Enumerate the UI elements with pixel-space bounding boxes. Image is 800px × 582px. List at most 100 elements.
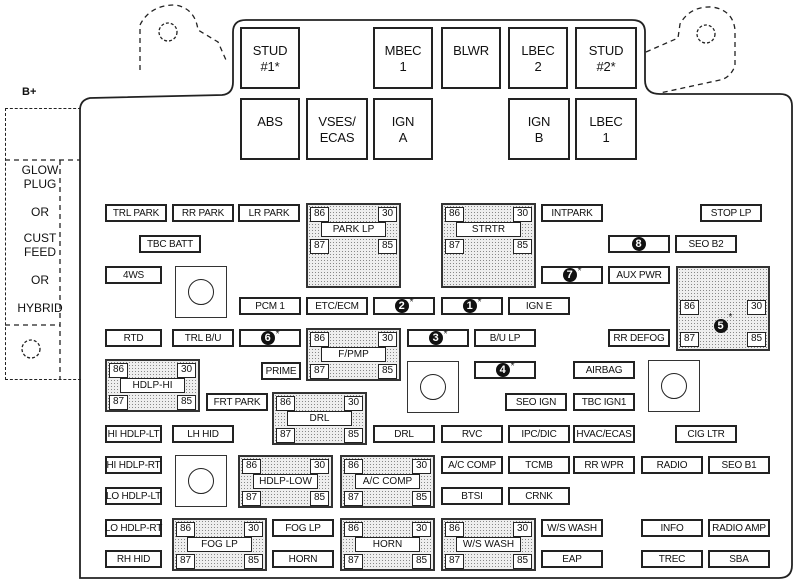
mini-fuse[interactable]: CIG LTR [675,425,737,443]
mini-fuse[interactable]: AIRBAG [573,361,635,379]
mini-fuse[interactable]: A/C COMP [441,456,503,474]
circle-icon [420,374,446,400]
mini-fuse[interactable]: RADIO [641,456,703,474]
relay-label: PARK LP [321,222,386,237]
callout-number-icon: 4 [495,363,510,377]
callout-number-icon: 3 [428,331,443,345]
mini-fuse[interactable]: TBC BATT [139,235,201,253]
mini-fuse[interactable]: HI HDLP-LT [105,425,162,443]
mini-fuse[interactable]: ETC/ECM [306,297,368,315]
maxi-fuse[interactable]: VSES/ECAS [306,98,368,160]
mini-fuse[interactable]: RR PARK [172,204,234,222]
fuse-label: LR PARK [248,207,290,219]
mini-fuse[interactable]: TRL B/U [172,329,234,347]
callout-asterisk: * [275,328,280,340]
mini-fuse[interactable]: IGN E [508,297,570,315]
mini-fuse[interactable]: 6* [239,329,301,347]
alt-feed-text: HYBRID [17,301,63,315]
mini-fuse[interactable]: SEO IGN [505,393,567,411]
mini-fuse[interactable]: 7* [541,266,603,284]
fuse-label: FRT PARK [213,396,261,408]
mini-fuse[interactable]: 8 [608,235,670,253]
relay-pin-87: 87 [276,428,295,443]
mini-fuse[interactable]: SBA [708,550,770,568]
relay-pin-30: 30 [513,207,532,222]
mini-fuse[interactable]: RR DEFOG [608,329,670,347]
mini-fuse[interactable]: 1* [441,297,503,315]
mini-fuse[interactable]: TBC IGN1 [573,393,635,411]
mini-fuse[interactable]: HORN [272,550,334,568]
mini-fuse[interactable]: HVAC/ECAS [573,425,635,443]
mini-fuse[interactable]: TCMB [508,456,570,474]
mini-fuse[interactable]: LO HDLP-LT [105,487,162,505]
maxi-fuse[interactable]: STUD#1* [240,27,300,89]
mini-fuse[interactable]: TREC [641,550,703,568]
fuse-label-line2: #2* [596,59,616,74]
maxi-fuse[interactable]: STUD#2* [575,27,637,89]
mini-fuse[interactable]: FOG LP [272,519,334,537]
mini-fuse[interactable]: W/S WASH [541,519,603,537]
mini-fuse[interactable]: HI HDLP-RT [105,456,162,474]
maxi-fuse[interactable]: BLWR [441,27,501,89]
mini-fuse[interactable]: EAP [541,550,603,568]
relay-pin-87: 87 [310,239,329,254]
mini-fuse[interactable]: SEO B2 [675,235,737,253]
mini-fuse[interactable]: RH HID [105,550,162,568]
mini-fuse[interactable]: TRL PARK [105,204,167,222]
mini-fuse[interactable]: LR PARK [238,204,300,222]
alt-feed-text: GLOW [21,163,59,177]
mini-fuse[interactable]: 2* [373,297,435,315]
mini-fuse[interactable]: SEO B1 [708,456,770,474]
mini-fuse[interactable]: BTSI [441,487,503,505]
mini-fuse[interactable]: PCM 1 [239,297,301,315]
mini-fuse[interactable]: INTPARK [541,204,603,222]
mini-fuse[interactable]: RTD [105,329,162,347]
mini-fuse[interactable]: RR WPR [573,456,635,474]
mini-fuse[interactable]: CRNK [508,487,570,505]
mini-fuse[interactable]: 4* [474,361,536,379]
maxi-fuse[interactable]: ABS [240,98,300,160]
mini-fuse[interactable]: FRT PARK [206,393,268,411]
mini-fuse[interactable]: LO HDLP-RT [105,519,162,537]
fuse-label: STUD [252,43,288,58]
mini-fuse[interactable]: RADIO AMP [708,519,770,537]
mini-fuse[interactable]: 4WS [105,266,162,284]
fuse-label: FOG LP [285,522,321,534]
mini-fuse[interactable]: PRIME [261,362,301,380]
empty-cavity [648,360,700,412]
relay-pin-30: 30 [378,332,397,347]
mini-fuse[interactable]: 3* [407,329,469,347]
mini-fuse[interactable]: LH HID [172,425,234,443]
mini-fuse[interactable]: AUX PWR [608,266,670,284]
fuse-label: HORN [288,553,318,565]
callout-number-icon: 1 [462,299,477,313]
mini-fuse[interactable]: INFO [641,519,703,537]
mini-fuse[interactable]: IPC/DIC [508,425,570,443]
mini-fuse[interactable]: B/U LP [474,329,536,347]
relay-pin-86: 86 [445,207,464,222]
fuse-label: STOP LP [710,207,752,219]
mini-fuse[interactable]: STOP LP [700,204,762,222]
mini-fuse[interactable]: DRL [373,425,435,443]
mini-fuse[interactable]: RVC [441,425,503,443]
fuse-label: HI HDLP-LT [107,428,160,440]
fuse-label: A/C COMP [448,459,496,471]
